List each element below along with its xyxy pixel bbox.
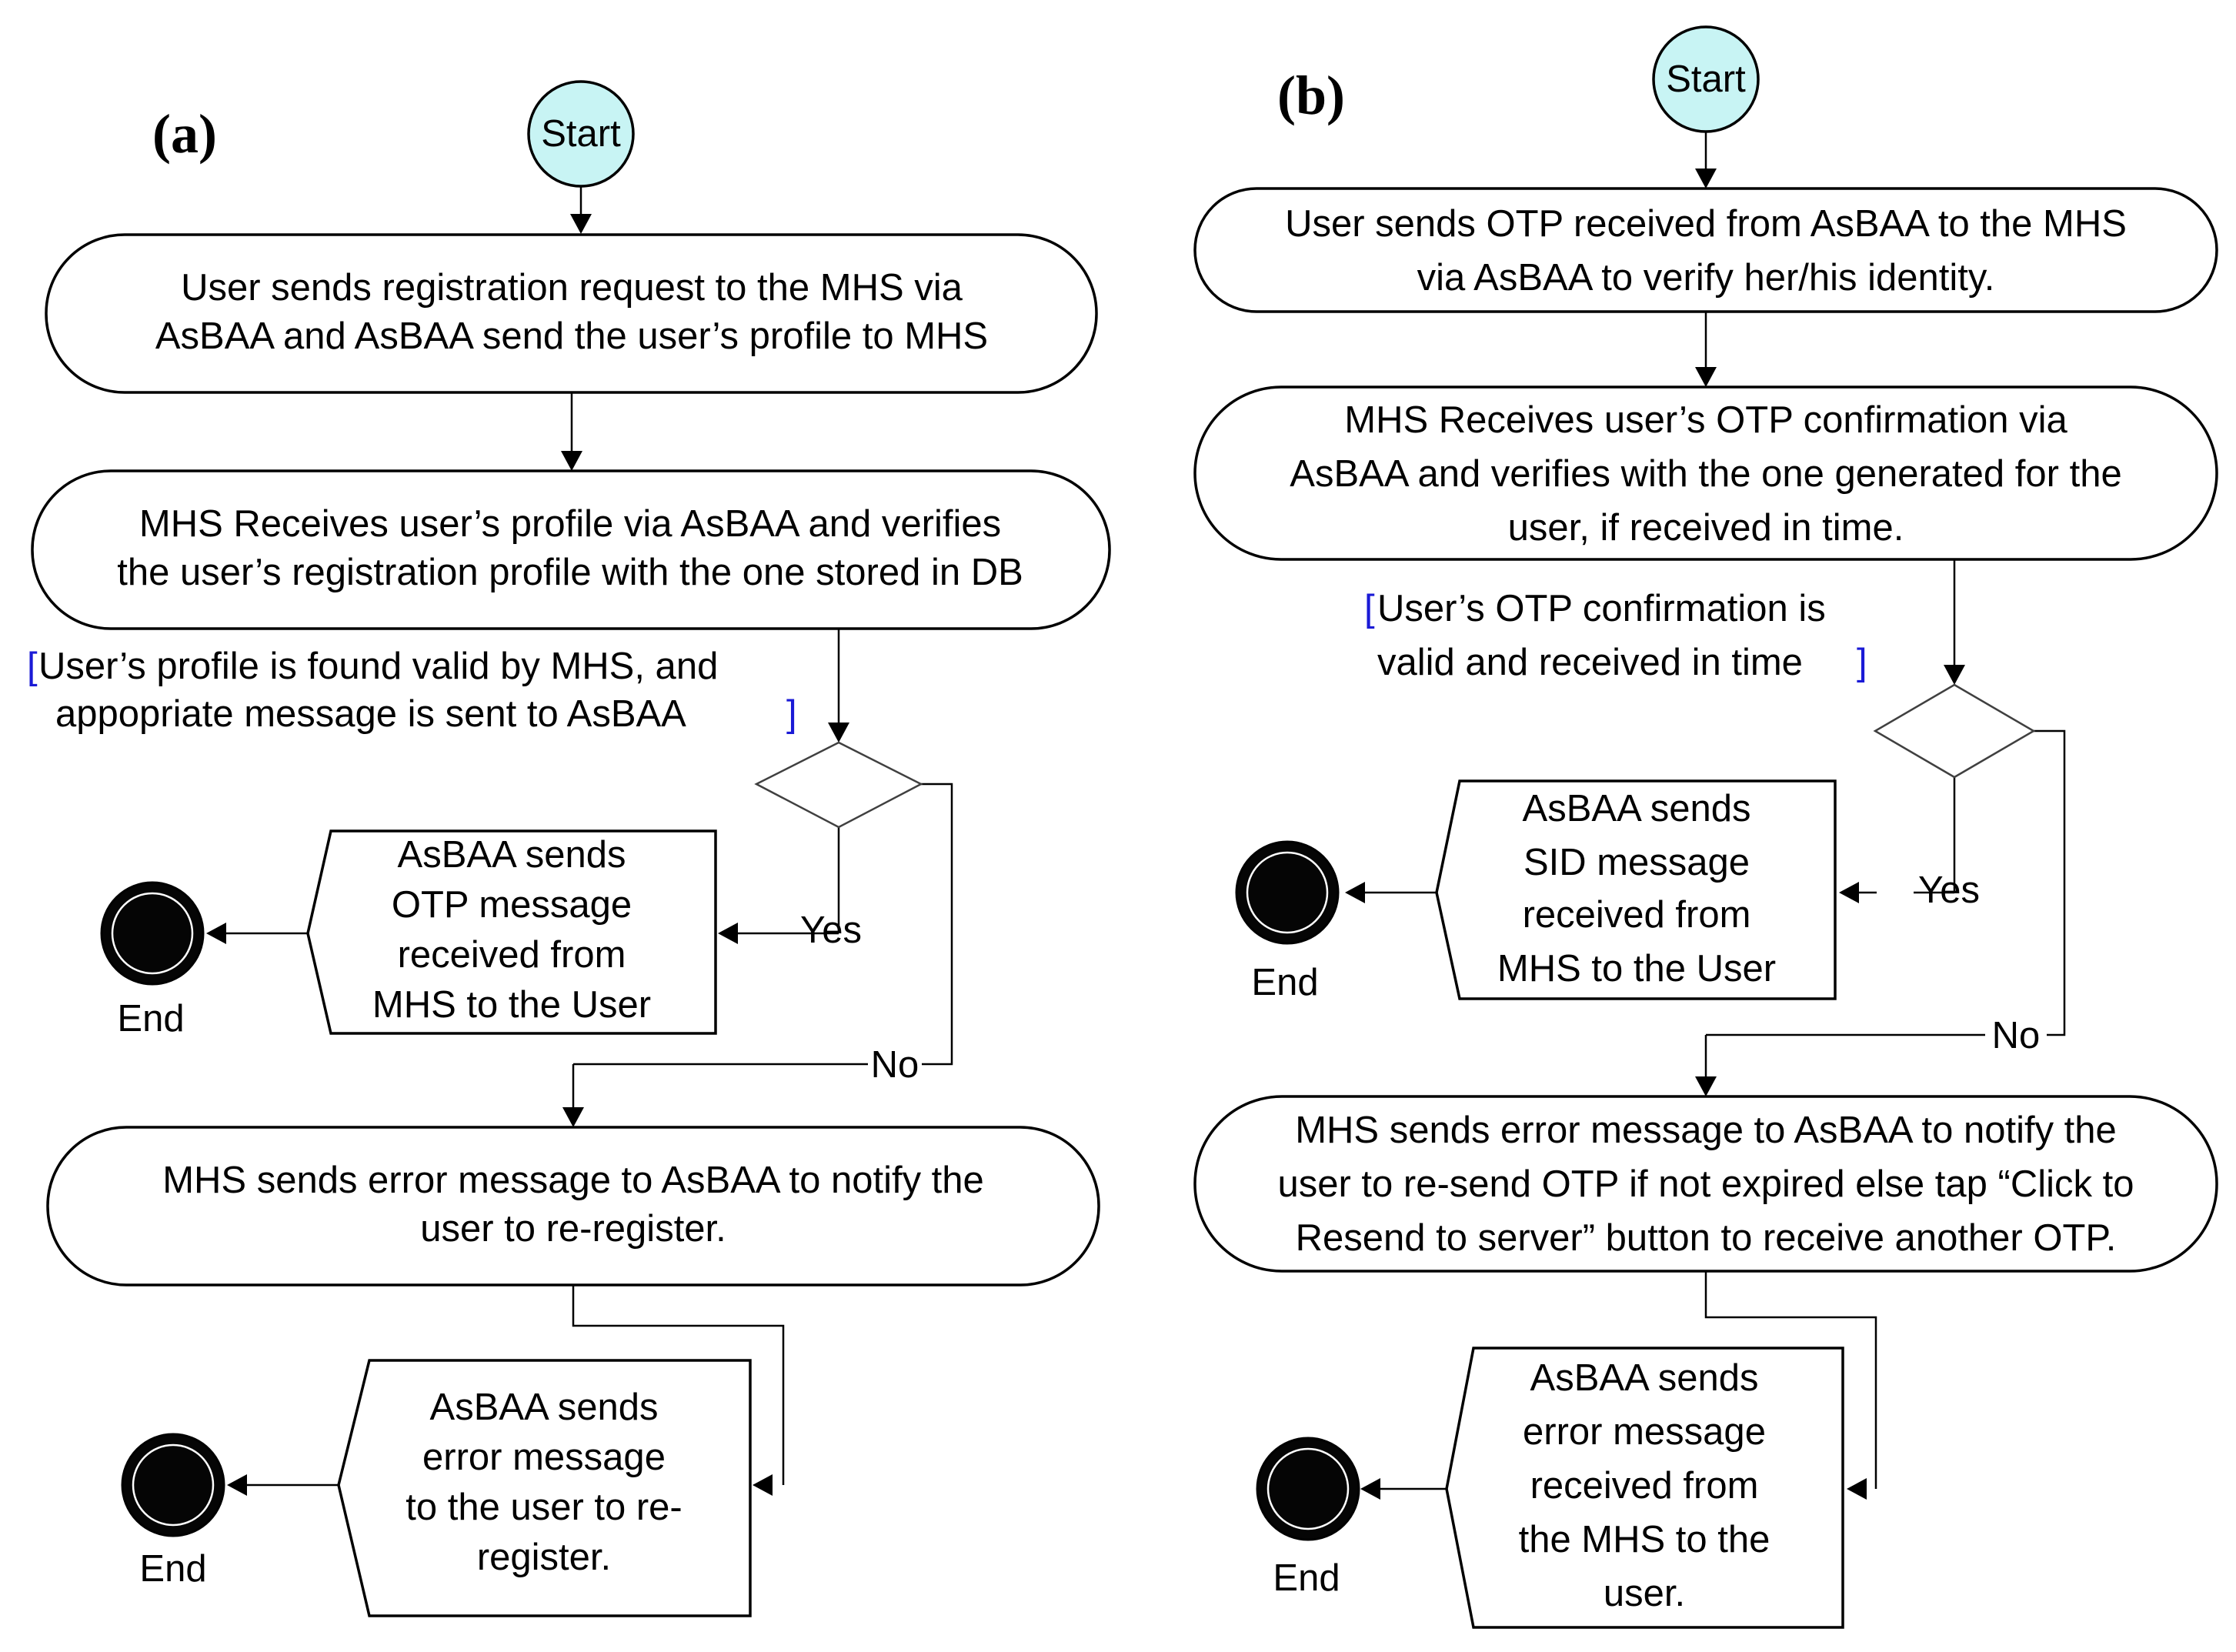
panel-b-send-sid-line2: SID message [1523,842,1750,883]
panel-b-label: (b) [1277,65,1345,126]
panel-b-start-node: Start [1652,25,1760,133]
panel-b-send-sid-line3: received from [1523,894,1751,936]
panel-a-verify-profile-activity: MHS Receives user’s profile via AsBAA an… [31,469,1111,630]
panel-b-send-error-line2: error message [1523,1411,1766,1453]
panel-b-guard-line2: valid and received in time [1377,642,1803,683]
panel-a-no-label: No [871,1044,919,1086]
panel-b-verify-otp-activity: MHS Receives user’s OTP confirmation via… [1193,385,2218,561]
panel-b-step1-line1: User sends OTP received from AsBAA to th… [1285,203,2127,245]
panel-b-guard-close-bracket: ] [1857,642,1867,683]
panel-b-error-line1: MHS sends error message to AsBAA to noti… [1295,1110,2117,1151]
panel-a-send-error-line3: to the user to re- [405,1487,682,1528]
panel-b-decision-diamond [1873,683,2036,779]
panel-b-yes-label: Yes [1918,869,1980,911]
panel-b-end2-label: End [1273,1557,1340,1599]
panel-a-step2-line2: the user’s registration profile with the… [117,552,1023,593]
panel-b-end1-label: End [1251,962,1318,1003]
panel-b-send-sid-line1: AsBAA sends [1523,788,1751,829]
panel-b-end-node-1: End [1235,840,1340,1003]
panel-a-start-node: Start [527,80,635,188]
panel-b-start-label: Start [1666,58,1746,100]
panel-b-guard-open-bracket: [ [1364,588,1375,629]
panel-b: (b) Start [1193,25,2218,1629]
panel-a-guard-close-bracket: ] [786,693,797,735]
panel-a-step1-line2: AsBAA and AsBAA send the user’s profile … [155,315,988,357]
panel-a-guard-line2: appopriate message is sent to AsBAA [55,693,686,735]
panel-a-send-error-line1: AsBAA sends [430,1387,659,1428]
panel-b-send-error-line1: AsBAA sends [1530,1357,1759,1399]
panel-a-send-otp-signal: AsBAA sends OTP message received from MH… [306,829,717,1035]
panel-b-no-label: No [1992,1015,2041,1056]
panel-b-send-sid-signal: AsBAA sends SID message received from MH… [1435,779,1837,1000]
panel-b-step2-line1: MHS Receives user’s OTP confirmation via [1344,399,2067,441]
panel-a-end-node-2: End [121,1433,225,1590]
panel-a-end-node-1: End [100,881,205,1040]
panel-a-error-line2: user to re-register. [420,1208,726,1250]
panel-b-send-error-line5: user. [1604,1573,1685,1614]
panel-a: (a) Start [27,80,1111,1617]
panel-a-send-otp-line4: MHS to the User [372,984,651,1026]
panel-b-send-sid-line4: MHS to the User [1497,948,1776,990]
panel-a-end1-label: End [117,998,184,1040]
panel-a-guard-condition: [ User’s profile is found valid by MHS, … [27,646,797,735]
panel-b-error-line2: user to re-send OTP if not expired else … [1278,1163,2134,1205]
panel-a-label: (a) [152,103,217,165]
panel-a-start-label: Start [541,113,621,155]
panel-a-step2-line1: MHS Receives user’s profile via AsBAA an… [139,503,1001,545]
panel-b-connectors [1345,132,2066,1500]
panel-a-send-error-line2: error message [422,1437,666,1478]
panel-a-yes-label: Yes [800,909,862,951]
panel-b-error-message-activity: MHS sends error message to AsBAA to noti… [1193,1095,2218,1273]
panel-a-send-otp-line1: AsBAA sends [398,834,626,876]
panel-b-guard-line1: User’s OTP confirmation is [1377,588,1826,629]
panel-a-send-otp-line3: received from [398,934,626,976]
panel-b-send-otp-activity: User sends OTP received from AsBAA to th… [1193,187,2218,313]
panel-a-error-message-activity: MHS sends error message to AsBAA to noti… [46,1126,1100,1287]
panel-b-step2-line2: AsBAA and verifies with the one generate… [1290,453,2121,495]
panel-a-guard-open-bracket: [ [27,646,38,687]
panel-b-error-line3: Resend to server” button to receive anot… [1296,1217,2117,1259]
panel-a-error-line1: MHS sends error message to AsBAA to noti… [162,1160,984,1201]
panel-b-send-error-signal: AsBAA sends error message received from … [1445,1347,1844,1629]
panel-a-connectors [206,186,953,1496]
panel-a-send-error-signal: AsBAA sends error message to the user to… [337,1359,752,1617]
panel-b-step1-line2: via AsBAA to verify her/his identity. [1417,257,1995,299]
panel-b-send-error-line3: received from [1530,1465,1759,1507]
panel-a-end2-label: End [139,1548,206,1590]
panel-a-send-error-line4: register. [477,1537,611,1578]
panel-b-step2-line3: user, if received in time. [1508,507,1904,549]
panel-b-send-error-line4: the MHS to the [1519,1519,1770,1560]
panel-a-registration-request-activity: User sends registration request to the M… [45,233,1098,394]
panel-a-step1-line1: User sends registration request to the M… [181,267,963,309]
panel-a-guard-line1: User’s profile is found valid by MHS, an… [38,646,718,687]
panel-b-guard-condition: [ User’s OTP confirmation is valid and r… [1364,588,1867,683]
panel-a-decision-diamond [754,741,923,829]
panel-b-end-node-2: End [1256,1437,1360,1599]
panel-a-send-otp-line2: OTP message [392,884,632,926]
